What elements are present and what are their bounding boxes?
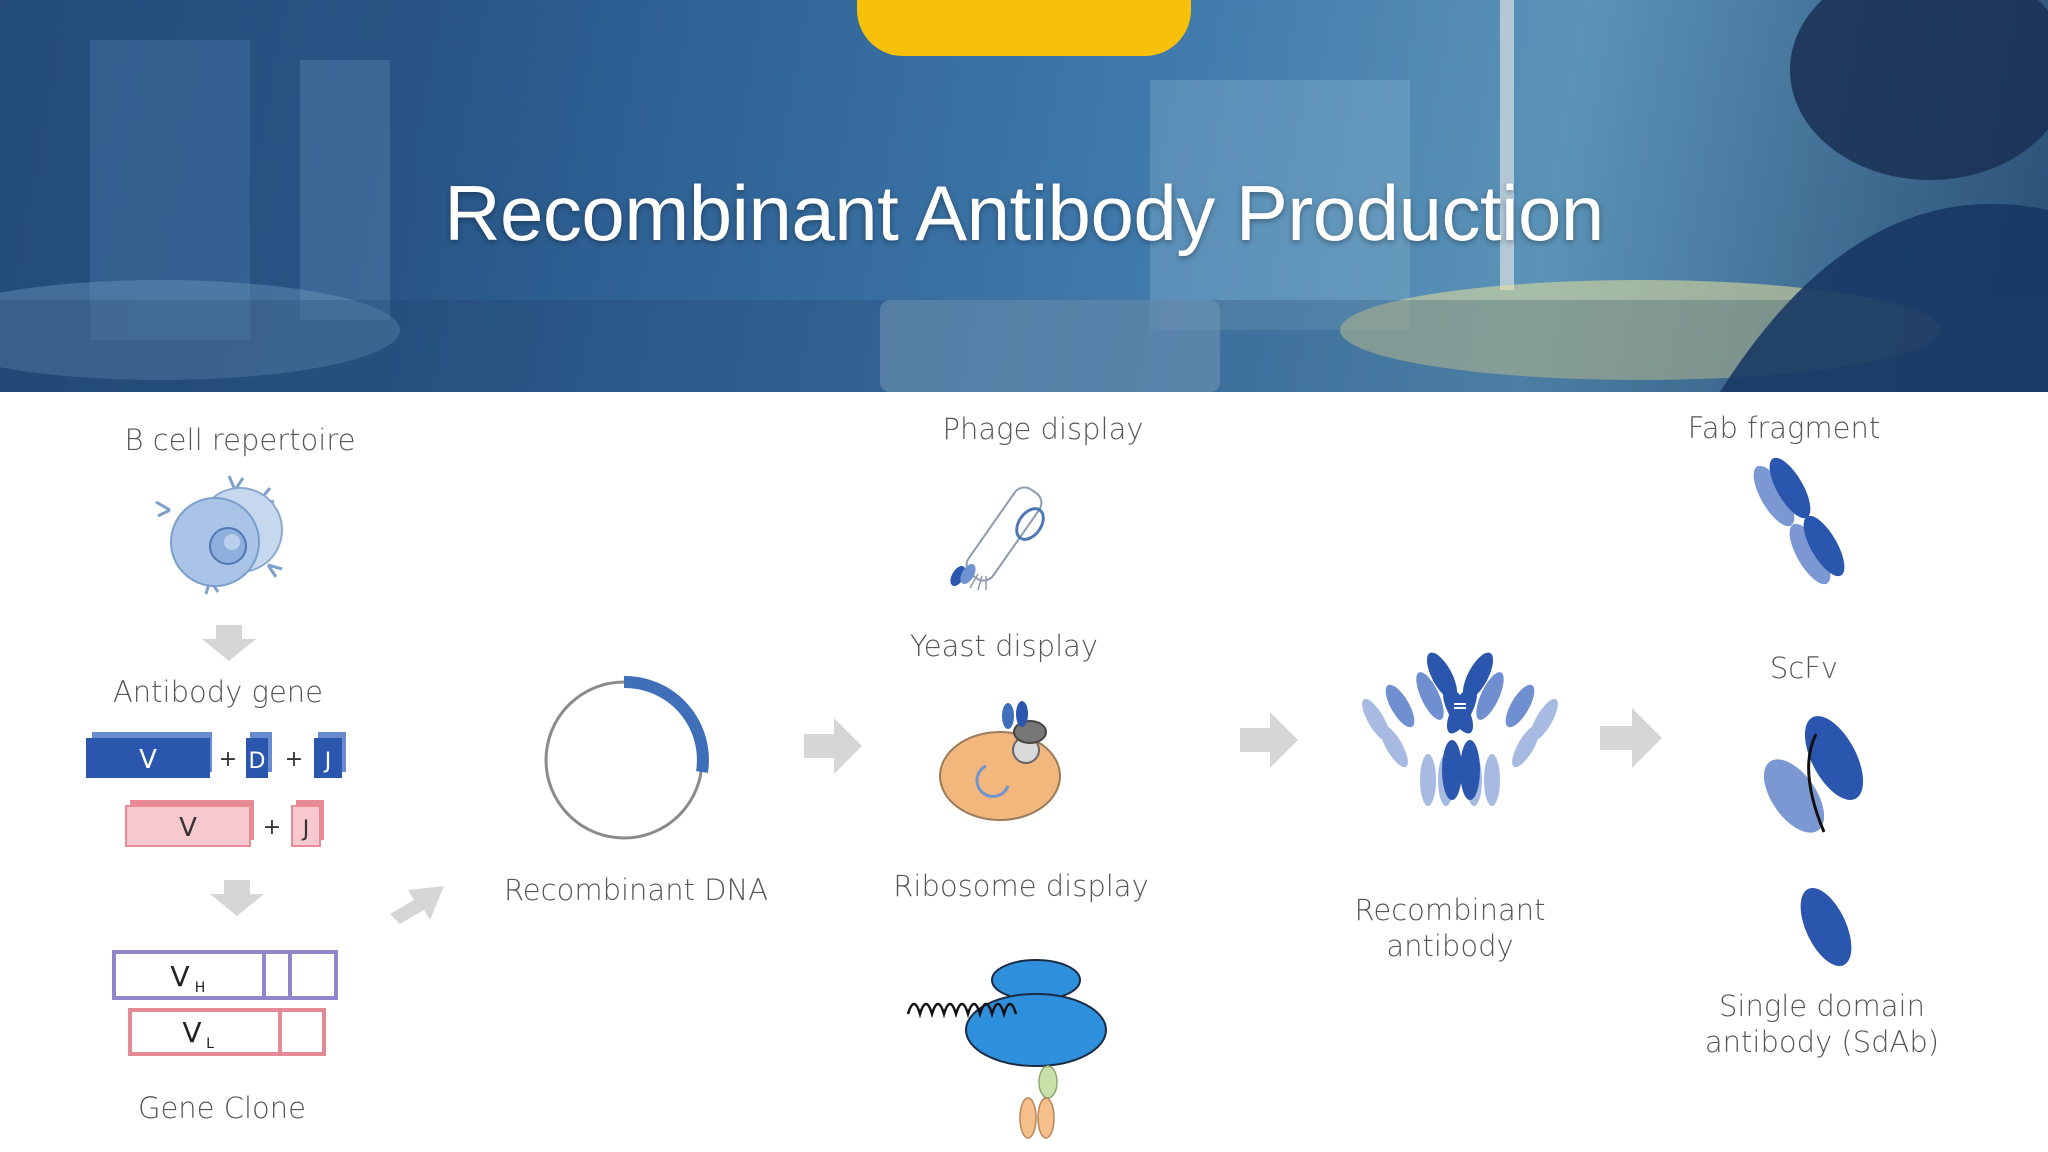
v-segment-light-label: V: [179, 813, 197, 843]
svg-text:+: +: [285, 747, 303, 772]
svg-text:+: +: [263, 815, 281, 840]
accent-tab: [857, 0, 1191, 56]
vl-label: V: [182, 1016, 201, 1049]
right-arrow-3: [1600, 708, 1662, 768]
vh-label: V: [170, 960, 189, 993]
right-arrow-1: [804, 718, 862, 774]
sdab-illustration: [1800, 888, 1852, 966]
phage-illustration: [950, 486, 1045, 591]
recombinant-antibody-label-line2: antibody: [1386, 929, 1514, 963]
v-segment-label: V: [139, 745, 157, 775]
light-chain-gene-segments: V + J: [125, 800, 324, 847]
fab-fragment-label: Fab fragment: [1687, 411, 1881, 445]
recombinant-dna-plasmid: [544, 675, 709, 840]
heavy-chain-gene-segments: V + D + J: [86, 732, 346, 778]
lab-photo-background: [0, 0, 2048, 392]
scfv-label: ScFv: [1769, 651, 1839, 685]
diagonal-arrow: [390, 886, 444, 924]
recombinant-dna-label: Recombinant DNA: [503, 873, 769, 907]
gene-clone-label: Gene Clone: [137, 1091, 307, 1125]
recombinant-antibody-label-line1: Recombinant: [1354, 893, 1546, 927]
page-title: Recombinant Antibody Production: [444, 169, 1604, 257]
ribosome-illustration: [906, 959, 1107, 1139]
j-segment-heavy: [314, 738, 342, 778]
fab-fragment-illustration: [1753, 457, 1845, 585]
d-segment: [246, 738, 268, 778]
b-cell-illustration: [155, 475, 283, 595]
header-banner: Recombinant Antibody Production: [0, 0, 2048, 392]
down-arrow-1: [202, 625, 256, 661]
right-arrow-2: [1240, 712, 1298, 768]
j-segment-light-label: J: [301, 817, 310, 842]
v-segment-heavy: [86, 738, 210, 778]
svg-text:+: +: [219, 747, 237, 772]
vl-subscript: L: [206, 1036, 214, 1052]
b-cell-repertoire-label: B cell repertoire: [124, 423, 356, 457]
j-segment-label: J: [323, 749, 332, 774]
phage-display-label: Phage display: [942, 412, 1144, 446]
scfv-illustration: [1763, 716, 1864, 833]
vh-subscript: H: [195, 980, 206, 996]
recombinant-antibody-illustration: [1362, 652, 1558, 806]
yeast-illustration: [939, 701, 1061, 821]
down-arrow-2: [210, 880, 264, 916]
antibody-gene-label: Antibody gene: [112, 675, 324, 709]
yeast-display-label: Yeast display: [909, 629, 1099, 663]
sdab-label-line2: antibody (SdAb): [1704, 1025, 1940, 1059]
ribosome-display-label: Ribosome display: [893, 869, 1149, 903]
d-segment-label: D: [249, 749, 266, 774]
gene-clone-illustration: V H V L: [112, 950, 338, 1056]
sdab-label-line1: Single domain: [1719, 989, 1925, 1023]
